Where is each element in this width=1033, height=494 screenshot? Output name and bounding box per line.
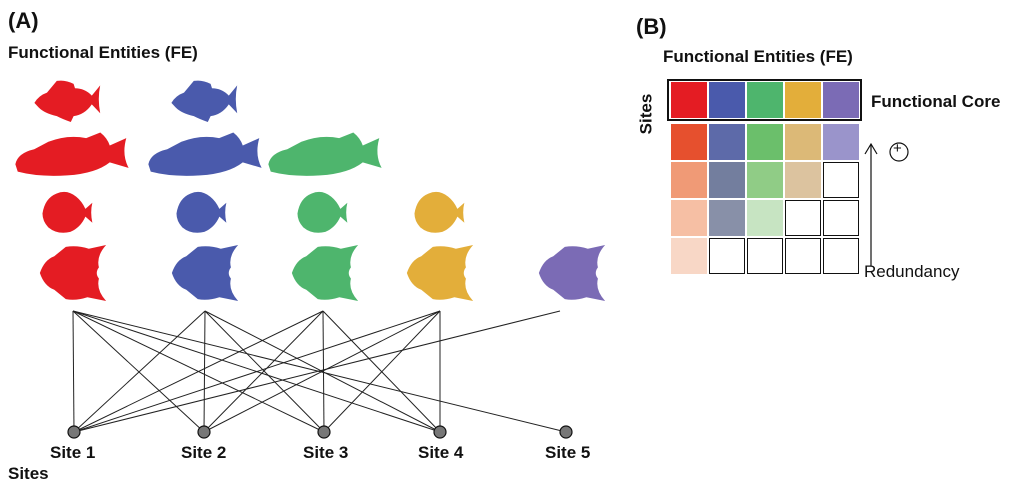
surgeonfish-blue-icon bbox=[176, 191, 227, 233]
site-5-label: Site 5 bbox=[545, 443, 591, 462]
fe1-site2-link bbox=[72, 310, 205, 433]
surgeonfish-yellow-icon bbox=[414, 191, 465, 233]
fe1-site5-link bbox=[72, 310, 567, 433]
redundancy-arrow bbox=[864, 142, 909, 266]
matrix-cell-r3-c2 bbox=[709, 162, 745, 198]
fe3-site2-link bbox=[203, 310, 324, 433]
butterflyfish-red-icon bbox=[34, 80, 101, 122]
matrix-cell-r1-c2 bbox=[709, 82, 745, 118]
matrix-cell-r5-c2 bbox=[709, 238, 745, 274]
matrix-cell-r3-c3 bbox=[747, 162, 783, 198]
fe2-site1-link bbox=[73, 310, 206, 433]
wrasse-green-icon bbox=[268, 132, 382, 176]
butterflyfish-blue-icon bbox=[171, 80, 238, 122]
fe2-site2-link bbox=[203, 310, 206, 433]
plus-symbol: + bbox=[893, 140, 902, 157]
site-5-node bbox=[559, 425, 573, 439]
site-1-node bbox=[67, 425, 81, 439]
functional-core-label: Functional Core bbox=[871, 92, 1001, 111]
panel-a-sites-title: Sites bbox=[8, 464, 49, 483]
matrix-cell-r2-c4 bbox=[785, 124, 821, 160]
matrix-cell-r3-c1 bbox=[671, 162, 707, 198]
site-2-node bbox=[197, 425, 211, 439]
matrix-cell-r3-c4 bbox=[785, 162, 821, 198]
matrix-cell-r5-c1 bbox=[671, 238, 707, 274]
site-2-label: Site 2 bbox=[181, 443, 227, 462]
functional-core-box bbox=[667, 79, 862, 121]
matrix-cell-r2-c2 bbox=[709, 124, 745, 160]
matrix-cell-r4-c5 bbox=[823, 200, 859, 236]
matrix-cell-r1-c1 bbox=[671, 82, 707, 118]
surgeonfish-green-icon bbox=[297, 191, 348, 233]
panel-a-letter: (A) bbox=[8, 8, 39, 33]
matrix-cell-r5-c4 bbox=[785, 238, 821, 274]
fe5-site1-link bbox=[73, 310, 561, 433]
matrix-cell-r4-c3 bbox=[747, 200, 783, 236]
fe1-site1-link bbox=[72, 310, 75, 433]
fe4-site3-link bbox=[323, 310, 441, 433]
angelfish-green-icon bbox=[291, 245, 359, 301]
matrix-cell-r2-c5 bbox=[823, 124, 859, 160]
matrix-cell-r5-c3 bbox=[747, 238, 783, 274]
plus-circle-icon bbox=[889, 142, 909, 162]
matrix-cell-r2-c3 bbox=[747, 124, 783, 160]
panel-a-fe-title: Functional Entities (FE) bbox=[8, 43, 198, 62]
surgeonfish-red-icon bbox=[42, 191, 93, 233]
fe4-site1-link bbox=[73, 310, 441, 433]
site-1-label: Site 1 bbox=[50, 443, 96, 462]
matrix-cell-r1-c5 bbox=[823, 82, 859, 118]
matrix-cell-r4-c1 bbox=[671, 200, 707, 236]
angelfish-purple-icon bbox=[538, 245, 606, 301]
matrix-cell-r4-c2 bbox=[709, 200, 745, 236]
site-3-label: Site 3 bbox=[303, 443, 349, 462]
site-4-node bbox=[433, 425, 447, 439]
fe3-site3-link bbox=[322, 310, 325, 433]
matrix-cell-r4-c4 bbox=[785, 200, 821, 236]
fe4-site2-link bbox=[203, 310, 441, 433]
panel-b-sites-label: Sites bbox=[636, 93, 656, 135]
redundancy-label: Redundancy bbox=[864, 262, 960, 281]
site-3-node bbox=[317, 425, 331, 439]
matrix-cell-r1-c4 bbox=[785, 82, 821, 118]
matrix-cell-r5-c5 bbox=[823, 238, 859, 274]
wrasse-blue-icon bbox=[148, 132, 262, 176]
matrix-cell-r2-c1 bbox=[671, 124, 707, 160]
fe2-site3-link bbox=[204, 310, 325, 433]
angelfish-blue-icon bbox=[171, 245, 239, 301]
panel-b-fe-title: Functional Entities (FE) bbox=[663, 47, 853, 66]
matrix-cell-r1-c3 bbox=[747, 82, 783, 118]
matrix-cell-r3-c5 bbox=[823, 162, 859, 198]
wrasse-red-icon bbox=[15, 132, 129, 176]
site-4-label: Site 4 bbox=[418, 443, 464, 462]
panel-b-letter: (B) bbox=[636, 14, 667, 39]
angelfish-red-icon bbox=[39, 245, 107, 301]
fe3-site1-link bbox=[73, 310, 324, 433]
angelfish-yellow-icon bbox=[406, 245, 474, 301]
